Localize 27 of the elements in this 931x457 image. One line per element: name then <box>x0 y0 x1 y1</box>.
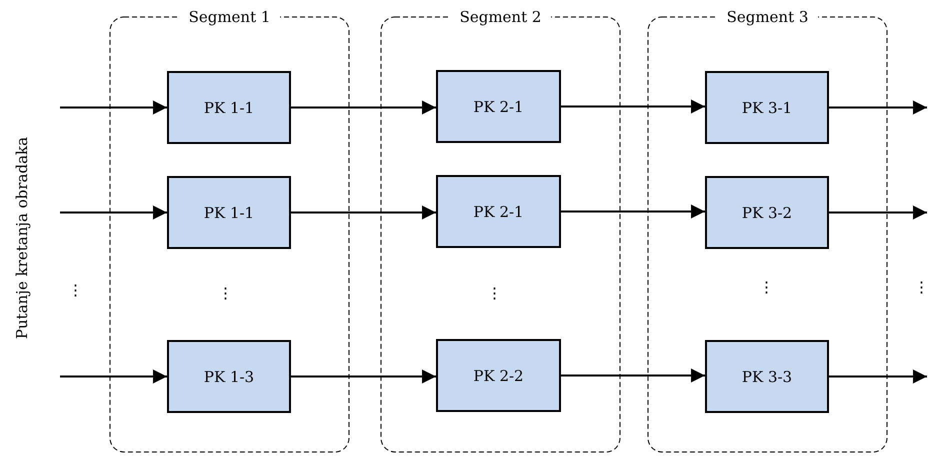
arrow <box>291 370 436 384</box>
arrow <box>291 100 436 114</box>
arrow <box>60 206 167 220</box>
ellipsis-mark: ⋮ <box>759 278 774 296</box>
process-box: PK 2-1 <box>436 175 561 248</box>
arrow <box>829 206 927 220</box>
process-box: PK 3-3 <box>705 340 829 413</box>
process-box: PK 1-1 <box>167 176 291 249</box>
arrow <box>829 100 927 114</box>
process-box: PK 2-1 <box>436 70 561 143</box>
arrow <box>561 368 705 382</box>
ellipsis-mark: ⋮ <box>914 278 929 296</box>
process-box: PK 1-1 <box>167 71 291 144</box>
arrow <box>60 100 167 114</box>
arrow <box>829 370 927 384</box>
arrow <box>60 370 167 384</box>
arrow <box>561 100 705 114</box>
ellipsis-mark: ⋮ <box>68 281 83 299</box>
process-box: PK 3-2 <box>705 176 829 249</box>
ellipsis-mark: ⋮ <box>487 284 502 302</box>
arrow <box>291 206 436 220</box>
process-box: PK 2-2 <box>436 339 561 412</box>
process-box: PK 3-1 <box>705 71 829 144</box>
arrow <box>561 204 705 218</box>
axis-label: Putanje kretanja obradaka <box>13 136 31 340</box>
process-box: PK 1-3 <box>167 340 291 413</box>
ellipsis-mark: ⋮ <box>218 284 233 302</box>
